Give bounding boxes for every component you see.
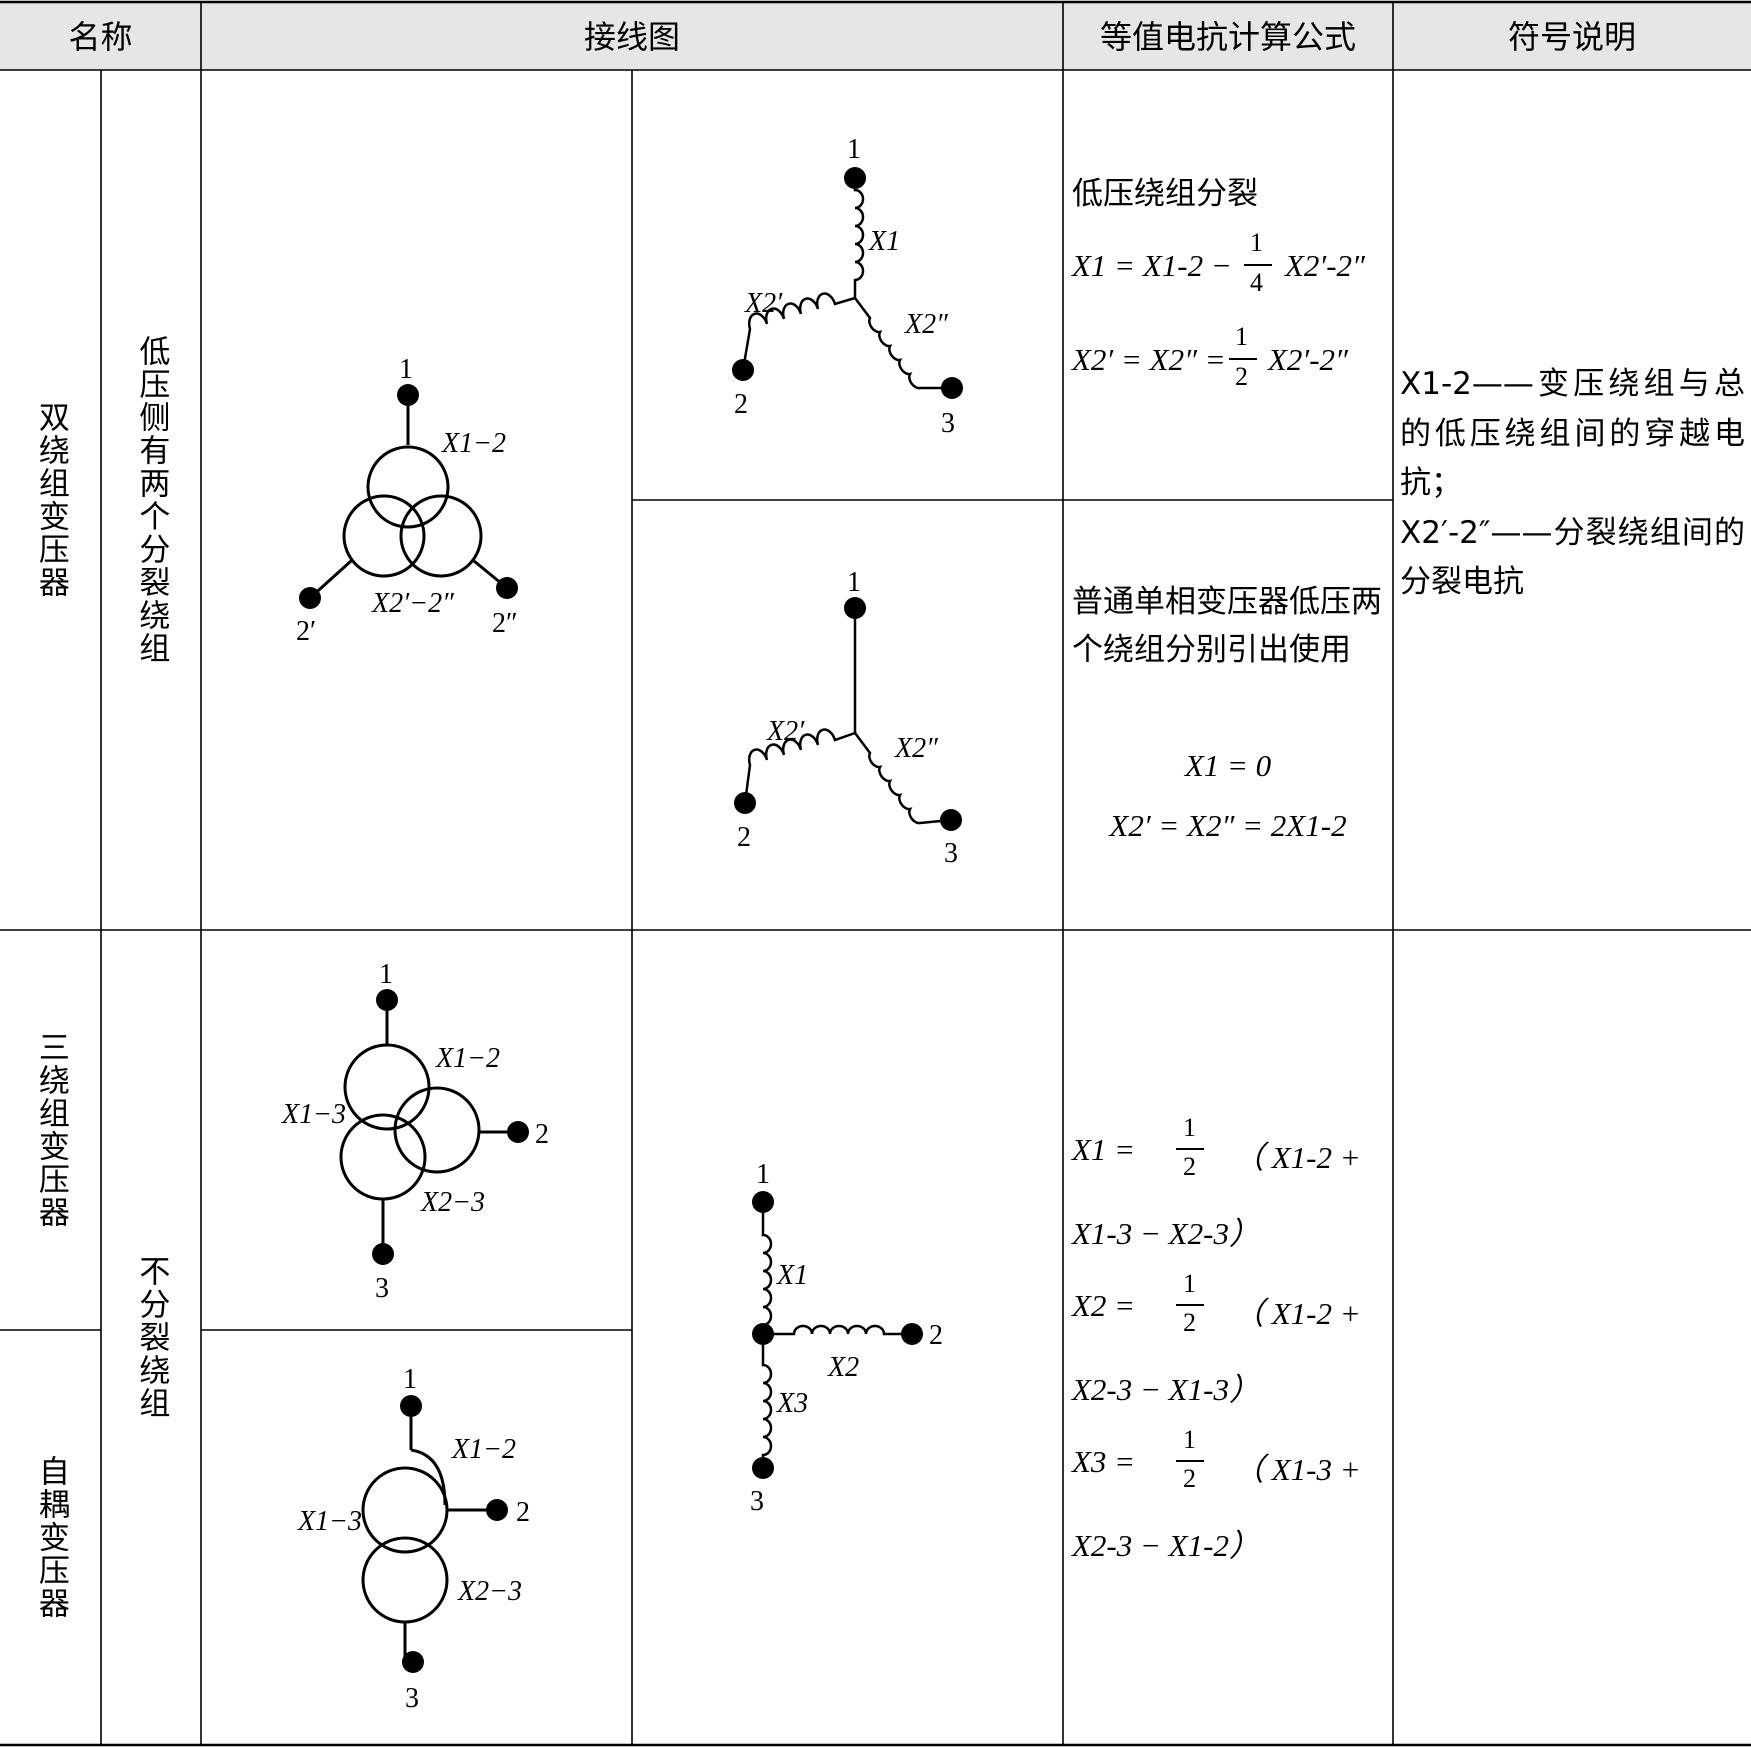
label-x2p2pp: X2′−2″ [371, 588, 454, 619]
label-f-node-2: 2 [929, 1320, 943, 1351]
formula-three-1-den: 2 [1183, 1152, 1196, 1181]
formula-single-2: X2′ = X2″ = 2X1-2 [1109, 808, 1347, 843]
equivalent-t-circuit [761, 1202, 912, 1468]
label-f-x1: X1 [776, 1260, 808, 1291]
label-f-node-3: 3 [750, 1486, 764, 1517]
node-dot-2prime [299, 587, 321, 609]
auto-transformer-text: 自耦变压器 [32, 1455, 69, 1620]
header-background [0, 2, 1751, 70]
auto-transformer-nodes [400, 1395, 508, 1673]
label-node-1: 1 [399, 354, 413, 385]
label-c-node-1: 1 [847, 567, 861, 598]
label-c-x2p: X2′ [766, 716, 805, 747]
formula-split-2-right: X2′-2″ [1268, 342, 1348, 377]
formula-three-1-c: X1-3 − X2-3） [1072, 1216, 1260, 1251]
formula-three-2-c: X2-3 − X1-3） [1072, 1372, 1260, 1407]
label-c-x2pp: X2″ [894, 733, 938, 764]
formula-split-1-den: 4 [1250, 268, 1263, 297]
label-b-node-2: 2 [734, 389, 748, 420]
split-transformer-nodes [299, 384, 518, 609]
note-x12: X1-2——变压绕组与总的低压绕组间的穿越电抗； [1400, 366, 1745, 502]
formula-three-3-c: X2-3 − X1-2） [1072, 1528, 1260, 1563]
formula-single-1: X1 = 0 [1184, 748, 1272, 783]
label-e-x23: X2−3 [457, 1576, 522, 1607]
symbol-notes: X1-2——变压绕组与总的低压绕组间的穿越电抗； X2′-2″——分裂绕组间的分… [1400, 360, 1745, 608]
label-f-x2: X2 [827, 1352, 859, 1383]
formula-split-2-den: 2 [1235, 362, 1248, 391]
node-dot-2doubleprime [496, 577, 518, 599]
formula-three-2-den: 2 [1183, 1308, 1196, 1337]
three-winding-text: 三绕组变压器 [32, 1031, 69, 1229]
label-d-node-3: 3 [375, 1273, 389, 1304]
label-d-x23: X2−3 [420, 1187, 485, 1218]
label-e-node-1: 1 [403, 1364, 417, 1395]
star-single-nodes [734, 597, 962, 831]
node-dot-1 [397, 384, 419, 406]
three-winding-transformer-symbol [339, 1000, 518, 1254]
formula-split-title: 低压绕组分裂 [1072, 176, 1258, 212]
label-f-node-1: 1 [756, 1159, 770, 1190]
formula-split-2-left: X2′ = X2″ = [1072, 342, 1226, 377]
t-circuit-nodes [752, 1191, 923, 1479]
formula-split-1-num: 1 [1250, 228, 1263, 257]
label-b-node-1: 1 [847, 134, 861, 165]
formula-split-1-right: X2′-2″ [1285, 248, 1365, 283]
label-c-node-3: 3 [944, 838, 958, 869]
row-label-three-winding: 三绕组变压器 [0, 930, 101, 1330]
label-f-x3: X3 [776, 1388, 808, 1419]
formula-three-3-den: 2 [1183, 1464, 1196, 1493]
label-e-x13: X1−3 [297, 1506, 362, 1537]
dual-winding-text: 双绕组变压器 [32, 401, 69, 599]
label-d-x13: X1−3 [281, 1099, 346, 1130]
three-winding-nodes [372, 989, 529, 1265]
formula-three-3-b: （ X1-3 + [1233, 1452, 1361, 1487]
label-c-node-2: 2 [737, 822, 751, 853]
label-d-x12: X1−2 [435, 1043, 500, 1074]
label-x12: X1−2 [441, 428, 506, 459]
row-label-auto-transformer: 自耦变压器 [0, 1330, 101, 1745]
formula-split-2-num: 1 [1235, 322, 1248, 351]
label-e-node-2: 2 [516, 1497, 530, 1528]
formula-single-title: 普通单相变压器低压两个绕组分别引出使用 [1072, 584, 1382, 669]
label-e-node-3: 3 [405, 1683, 419, 1714]
formula-three-3-a: X3 = [1072, 1444, 1136, 1479]
header-name: 名称 [68, 18, 133, 56]
formula-three-3-num: 1 [1183, 1425, 1196, 1454]
formula-three-2-num: 1 [1183, 1269, 1196, 1298]
low-side-split-text: 低压侧有两个分裂绕组 [133, 335, 170, 665]
formula-three-1-b: （ X1-2 + [1233, 1140, 1361, 1175]
header-wiring: 接线图 [583, 18, 680, 56]
star-equivalent-split [741, 178, 952, 390]
note-x2p2pp: X2′-2″——分裂绕组间的分裂电抗 [1400, 514, 1745, 601]
star-equivalent-single [743, 608, 952, 825]
label-node-2prime: 2′ [296, 616, 316, 647]
split-transformer-symbol [308, 395, 508, 600]
non-split-text: 不分裂绕组 [133, 1255, 170, 1420]
formula-three-1-num: 1 [1183, 1113, 1196, 1142]
label-d-node-2: 2 [535, 1119, 549, 1150]
label-b-x2pp: X2″ [904, 309, 948, 340]
formula-three-2-a: X2 = [1072, 1288, 1136, 1323]
row-label-dual-winding: 双绕组变压器 [0, 70, 101, 930]
formula-split-1-left: X1 = X1-2 − [1072, 248, 1232, 283]
header-symbol: 符号说明 [1507, 18, 1636, 56]
formula-three-2-b: （ X1-2 + [1233, 1296, 1361, 1331]
label-d-node-1: 1 [379, 959, 393, 990]
row-label-non-split: 不分裂绕组 [101, 930, 201, 1745]
label-b-x1: X1 [868, 226, 900, 257]
label-node-2doubleprime: 2″ [492, 608, 518, 639]
row-label-low-side-split: 低压侧有两个分裂绕组 [101, 70, 201, 930]
label-e-x12: X1−2 [451, 1434, 516, 1465]
label-b-x2p: X2′ [744, 288, 783, 319]
label-b-node-3: 3 [941, 408, 955, 439]
star-split-nodes [732, 167, 963, 399]
header-formula: 等值电抗计算公式 [1099, 18, 1356, 56]
formula-three-1-a: X1 = [1072, 1132, 1136, 1167]
